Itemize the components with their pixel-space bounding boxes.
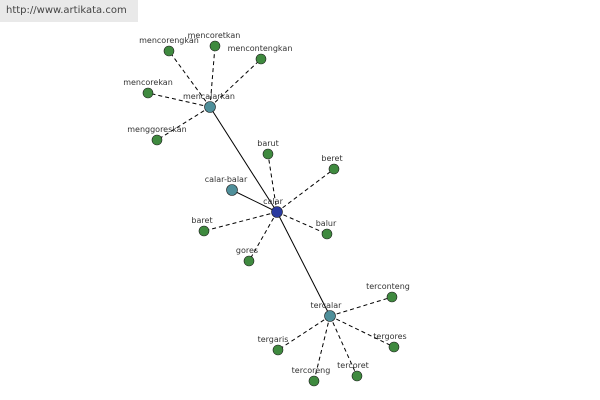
node-label-balur: balur xyxy=(316,219,337,228)
node-circle-calar[interactable] xyxy=(271,206,283,218)
node-mencontengkan[interactable]: mencontengkan xyxy=(228,44,293,65)
node-label-tercalar: tercalar xyxy=(311,301,343,310)
node-label-mencorengkan: mencorengkan xyxy=(139,36,199,45)
edge-calar-balur xyxy=(276,211,328,235)
node-circle-mencontengkan[interactable] xyxy=(255,53,267,65)
node-label-tergaris: tergaris xyxy=(258,335,289,344)
node-mencorekan[interactable]: mencorekan xyxy=(123,78,173,99)
node-circle-beret[interactable] xyxy=(328,163,340,175)
node-calar-balar[interactable]: calar-balar xyxy=(205,175,248,196)
node-terconteng[interactable]: terconteng xyxy=(366,282,410,303)
node-tercoreng[interactable]: tercoreng xyxy=(292,366,331,387)
edge-mencalarkan-mencontengkan xyxy=(209,58,262,108)
edge-mencalarkan-mencorekan xyxy=(147,92,211,108)
edge-tercalar-tercoret xyxy=(329,315,358,377)
node-label-beret: beret xyxy=(321,154,342,163)
node-circle-tergores[interactable] xyxy=(388,341,400,353)
edge-mencalarkan-mencoretkan xyxy=(209,45,216,108)
edge-calar-calar-balar xyxy=(231,189,278,213)
node-label-mencalarkan: mencalarkan xyxy=(183,92,235,101)
edge-tercalar-terconteng xyxy=(329,296,393,317)
node-circle-baret[interactable] xyxy=(198,225,210,237)
edge-tercalar-tergores xyxy=(329,315,395,348)
node-label-tergores: tergores xyxy=(373,332,406,341)
node-gores[interactable]: gores xyxy=(236,246,258,267)
node-tercoret[interactable]: tercoret xyxy=(337,361,369,382)
node-tergores[interactable]: tergores xyxy=(373,332,407,353)
node-label-mencorekan: mencorekan xyxy=(123,78,173,87)
edge-calar-mencalarkan xyxy=(209,106,278,213)
edge-tercalar-tergaris xyxy=(277,315,331,351)
edge-calar-tercalar xyxy=(276,211,331,317)
node-calar[interactable]: calar xyxy=(263,197,284,218)
node-label-calar-balar: calar-balar xyxy=(205,175,248,184)
nodes-layer: calar mencalarkan tercalar calar-balar menco… xyxy=(123,31,410,387)
node-label-mencontengkan: mencontengkan xyxy=(228,44,293,53)
edge-mencalarkan-mencorengkan xyxy=(168,50,211,108)
node-circle-barut[interactable] xyxy=(262,148,274,160)
node-circle-tercalar[interactable] xyxy=(324,310,336,322)
node-circle-terconteng[interactable] xyxy=(386,291,398,303)
node-label-baret: baret xyxy=(191,216,212,225)
edge-calar-barut xyxy=(267,153,278,213)
node-label-calar: calar xyxy=(263,197,283,206)
node-barut[interactable]: barut xyxy=(257,139,279,160)
node-mencoretkan[interactable]: mencoretkan xyxy=(188,31,241,52)
node-circle-tercoret[interactable] xyxy=(351,370,363,382)
node-mencorengkan[interactable]: mencorengkan xyxy=(139,36,199,57)
node-circle-menggoreskan[interactable] xyxy=(151,134,163,146)
edge-calar-beret xyxy=(276,168,335,213)
edge-mencalarkan-menggoreskan xyxy=(156,106,211,141)
node-baret[interactable]: baret xyxy=(191,216,213,237)
node-circle-mencorengkan[interactable] xyxy=(163,45,175,57)
edge-calar-baret xyxy=(203,211,278,232)
node-circle-tercoreng[interactable] xyxy=(308,375,320,387)
node-label-tercoret: tercoret xyxy=(337,361,369,370)
node-circle-tergaris[interactable] xyxy=(272,344,284,356)
node-label-terconteng: terconteng xyxy=(366,282,410,291)
node-circle-mencoretkan[interactable] xyxy=(209,40,221,52)
node-circle-mencorekan[interactable] xyxy=(142,87,154,99)
node-balur[interactable]: balur xyxy=(316,219,337,240)
watermark-url[interactable]: http://www.artikata.com xyxy=(0,0,138,22)
node-circle-calar-balar[interactable] xyxy=(226,184,238,196)
node-circle-mencalarkan[interactable] xyxy=(204,101,216,113)
node-menggoreskan[interactable]: menggoreskan xyxy=(127,125,187,146)
edges-layer xyxy=(147,45,395,382)
node-beret[interactable]: beret xyxy=(321,154,343,175)
node-tercalar[interactable]: tercalar xyxy=(311,301,343,322)
node-circle-gores[interactable] xyxy=(243,255,255,267)
node-label-tercoreng: tercoreng xyxy=(292,366,331,375)
node-tergaris[interactable]: tergaris xyxy=(258,335,289,356)
node-label-barut: barut xyxy=(257,139,278,148)
node-circle-balur[interactable] xyxy=(321,228,333,240)
node-label-menggoreskan: menggoreskan xyxy=(127,125,187,134)
node-mencalarkan[interactable]: mencalarkan xyxy=(183,92,235,113)
edge-calar-gores xyxy=(248,211,278,262)
node-label-mencoretkan: mencoretkan xyxy=(188,31,241,40)
node-label-gores: gores xyxy=(236,246,258,255)
